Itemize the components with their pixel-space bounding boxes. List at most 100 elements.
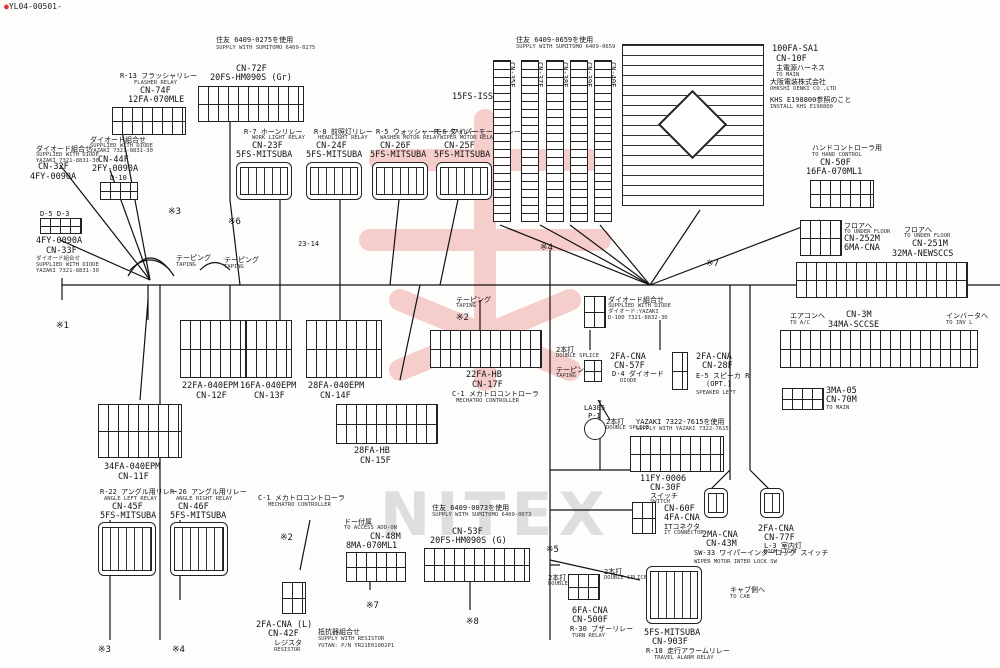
- mark-4-bottom: ※4: [172, 645, 185, 655]
- cn11f-label: CN-11F: [118, 472, 149, 482]
- cn48m-label: CN-48M: [370, 532, 401, 542]
- cn48m-part: 8MA-070ML1: [346, 541, 398, 551]
- cn48m-jp: ドー付属: [344, 518, 372, 526]
- cn53f-connector: [424, 548, 530, 582]
- cn10f-maker: 大阪電装株式会社: [770, 78, 826, 86]
- cn14f-part: 28FA-040EPM: [308, 381, 365, 391]
- cn12f-label: CN-12F: [196, 391, 227, 401]
- cn72f-connector: [198, 86, 304, 122]
- cn33f-part: 4FY-0090A: [36, 236, 83, 246]
- cn46f-jp: R-26 アングル用リレー: [170, 488, 247, 496]
- cn50f-label: CN-50F: [820, 158, 851, 168]
- cn77f-jp: L-3 室内灯: [764, 542, 802, 550]
- cn44f-d: D-10: [110, 174, 127, 182]
- watermark-text: NITEX: [380, 480, 611, 550]
- cn70m-part: 3MA-05: [826, 386, 857, 396]
- la305-p: P-1: [588, 412, 601, 420]
- cn72f-label: CN-72F: [236, 64, 267, 74]
- cn38f-label: CN-38F: [561, 62, 569, 88]
- mark-7-low: ※7: [366, 601, 379, 611]
- mark-5: ※5: [546, 545, 559, 555]
- cn3m-jp: エアコンへ: [790, 312, 825, 320]
- cn14f-connector: [306, 320, 382, 378]
- cn26f-en: WASHER MOTOR RELAY: [380, 135, 440, 141]
- cn28f-opt: (OPT.): [706, 380, 732, 388]
- cn251m-part: 32MA-NEWSCCS: [892, 249, 954, 259]
- cn25f-relay: [436, 162, 492, 200]
- cn30f-supply-en: SUPPLY WITH YAZAKI 7322-7615: [636, 426, 729, 432]
- cn3m-label: CN-3M: [846, 310, 872, 320]
- cn43m-jp: SW-33 ワイパーインターロック スイッチ: [694, 549, 829, 557]
- mark-4-top: ※4: [540, 243, 553, 253]
- cn23f-relay: [236, 162, 292, 200]
- cn46f-part: 5FS-MITSUBA: [170, 511, 227, 521]
- cn70m-label: CN-70M: [826, 395, 857, 405]
- cn252m-label: CN-252M: [844, 234, 880, 244]
- la305-circle: [584, 418, 606, 440]
- iss-label: 15FS-ISS: [452, 92, 493, 102]
- mark-3-bottom: ※3: [98, 645, 111, 655]
- cn74f-part: 12FA-070MLE: [128, 95, 185, 105]
- cn60f-en: IT CONNECTOR: [664, 530, 704, 536]
- cn37f-label: CN-37F: [536, 62, 544, 88]
- cn3m-part: 34MA-SCCSE: [828, 320, 880, 330]
- cn252m-part: 6MA-CNA: [844, 243, 880, 253]
- cn40f-label: CN-40F: [609, 62, 617, 88]
- cn28f-en: SPEAKER LEFT: [696, 390, 736, 396]
- cn38f-connector: [546, 60, 564, 222]
- cn23f-en: WORK LIGHT RELAY: [252, 135, 305, 141]
- cn30f-jp: スイッチ: [650, 492, 678, 500]
- cn72f-part: 20FS-HM090S (Gr): [210, 73, 292, 83]
- cn74f-connector: [112, 107, 186, 135]
- cn15f-connector: [336, 404, 438, 444]
- c1-en: MECHATRO CONTROLLER: [268, 502, 331, 508]
- cn26f-relay: [372, 162, 428, 200]
- cn12f-part: 22FA-040EPM: [182, 381, 239, 391]
- cab-jp: キャブ側へ: [730, 586, 765, 594]
- cn44f-part: 2FY-0090A: [92, 164, 139, 174]
- cn53f-label: CN-53F: [452, 527, 483, 537]
- taping-en-4: TAPING: [556, 373, 576, 379]
- c1-jp: C-1 メカトロコントローラ: [258, 494, 345, 502]
- cn72f-jp: 住友 6409-0275を使用: [216, 36, 294, 44]
- cn43m-part: 2MA-CNA: [702, 530, 738, 540]
- cn33f-en: SUPPLIED WITH DIODE: [36, 262, 99, 268]
- cn37f-connector: [521, 60, 539, 222]
- cn28f-label: CN-28F: [702, 361, 733, 371]
- cn32f-part: 4FY-0090A: [30, 172, 77, 182]
- taping-en-3: TAPING: [456, 303, 476, 309]
- cn25f-part: 5FS-MITSUBA: [434, 150, 491, 160]
- cn32f-jp: ダイオード組合せ: [36, 145, 92, 153]
- diode-top-jp: ダイオード組合せ: [608, 296, 664, 304]
- cn15f-label: CN-15F: [360, 456, 391, 466]
- relay-en-label: FLASHER RELAY: [134, 80, 178, 86]
- cn10f-jp: 主電源ハーネス: [776, 64, 825, 72]
- cn60f-part: 4FA-CNA: [664, 513, 700, 523]
- cn33f-connector: [40, 218, 82, 234]
- cn11f-part: 34FA-040EPM: [104, 462, 161, 472]
- cn44f-en: SUPPLIED WITH DIODE: [90, 143, 153, 149]
- cn50f-connector: [810, 180, 874, 208]
- cn252m-en: TO UNDER FLOOR: [844, 229, 891, 235]
- cn3m-jp2: インバータへ: [946, 312, 988, 320]
- cn23f-label: CN-23F: [252, 141, 283, 151]
- cn903f-part: 5FS-MITSUBA: [644, 628, 701, 638]
- cn57f-label: CN-57F: [614, 361, 645, 371]
- taping-jp-3: テーピング: [456, 296, 491, 304]
- cn903f-relay: [646, 566, 702, 624]
- mark-2-low: ※2: [280, 533, 293, 543]
- cn45f-en: ANGLE LEFT RELAY: [104, 496, 157, 502]
- cn44f-jp: ダイオード組合せ: [90, 136, 146, 144]
- cn500f-label: CN-500F: [572, 615, 608, 625]
- cn60f-label: CN-60F: [664, 504, 695, 514]
- cn44f-connector: [100, 182, 138, 200]
- cn30f-en: SWITCH: [650, 499, 670, 505]
- cn903f-en: TRAVEL ALARM RELAY: [654, 655, 714, 661]
- cn70m-connector: [782, 388, 824, 410]
- cn12f-connector: [180, 320, 246, 378]
- cn17f-label: CN-17F: [472, 380, 503, 390]
- diode-top-num: D-100 7321-8832-30: [608, 315, 668, 321]
- cn28f-connector: [672, 352, 688, 390]
- cn60f-connector: [632, 502, 656, 534]
- cn15f-part: 28FA-HB: [354, 446, 390, 456]
